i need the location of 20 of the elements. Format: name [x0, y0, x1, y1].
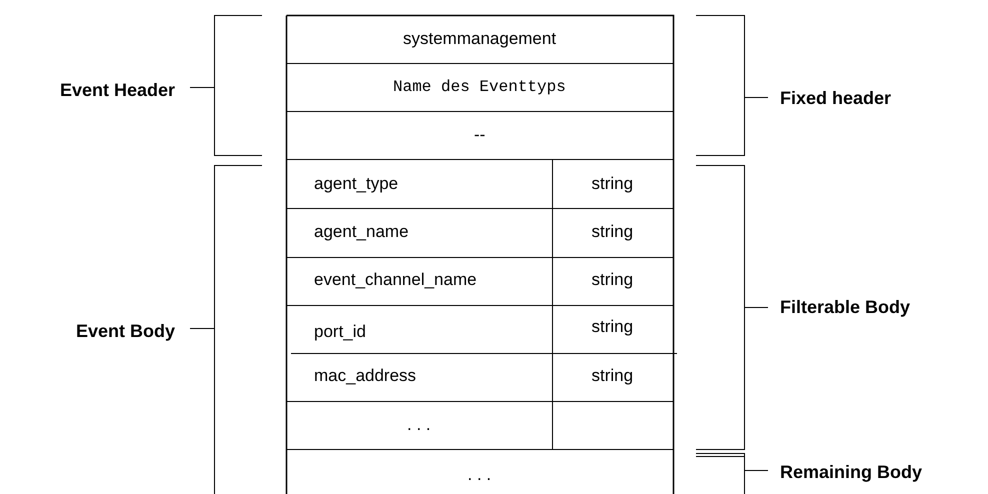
section-label: Event Body: [76, 321, 175, 341]
field-type: string: [592, 366, 634, 386]
section-label: Remaining Body: [780, 462, 922, 482]
section-label: Fixed header: [780, 88, 892, 108]
header-text: systemmanagement: [403, 29, 556, 49]
field-type: string: [592, 222, 634, 242]
field-name: mac_address: [314, 366, 416, 386]
event-type-name: Name des Eventtyps: [393, 77, 566, 97]
field-name: port_id: [314, 322, 366, 342]
field-type: string: [592, 270, 634, 290]
field-name: agent_name: [314, 222, 409, 242]
field-type: string: [592, 174, 634, 194]
header-text: --: [474, 125, 486, 145]
field-type: string: [592, 317, 634, 337]
section-label: Event Header: [60, 80, 175, 100]
field-name: agent_type: [314, 174, 398, 194]
section-label: Filterable Body: [780, 297, 910, 317]
ellipsis: . . .: [468, 465, 492, 485]
field-name: event_channel_name: [314, 270, 477, 290]
ellipsis: . . .: [407, 415, 431, 435]
